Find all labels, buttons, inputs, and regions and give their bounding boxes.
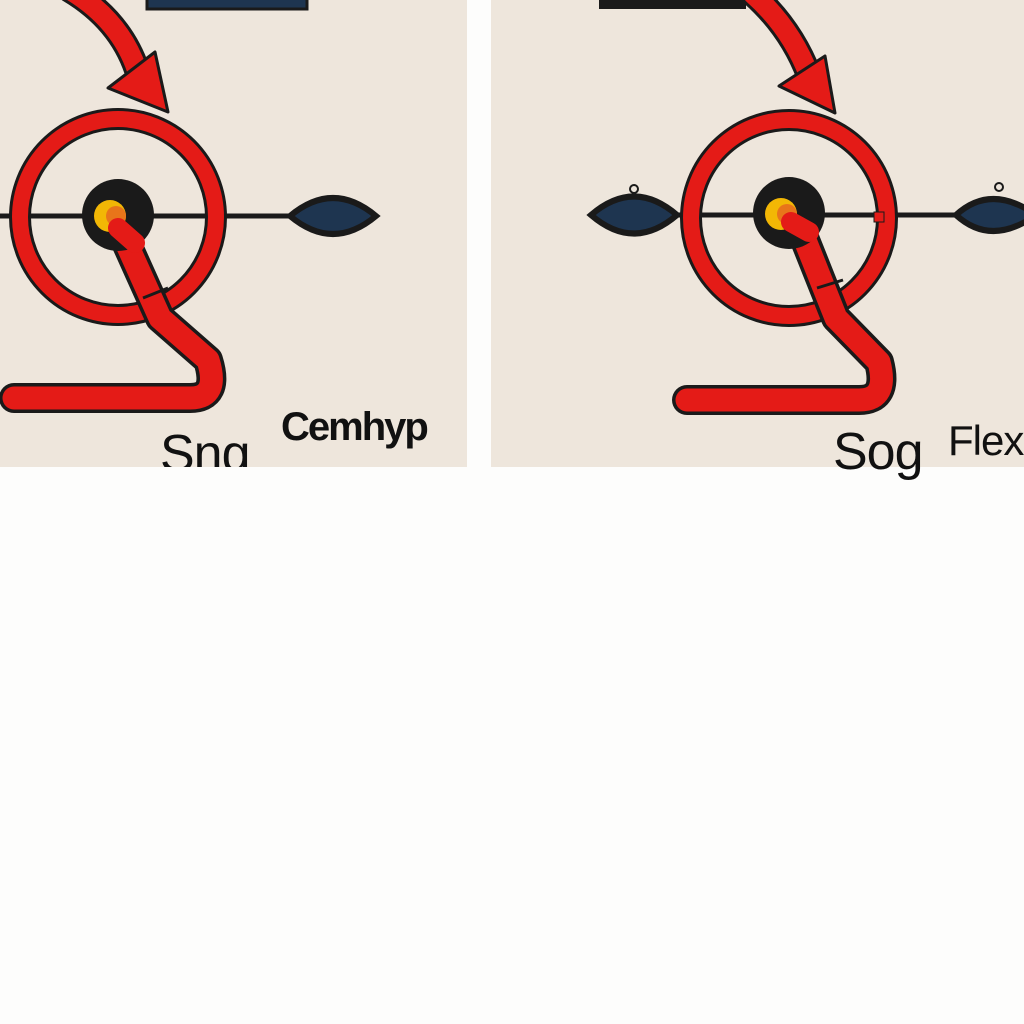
- top-bar: [599, 0, 746, 9]
- right-secondary-label: Flex: [948, 417, 1024, 464]
- curved-arrow-icon: [61, 0, 170, 114]
- curved-arrow-icon: [741, 0, 837, 115]
- ring-icon: [680, 109, 898, 327]
- right-diagram: [586, 0, 1024, 415]
- hook-pipe-icon: [672, 215, 897, 415]
- right-diagram-panel: [491, 0, 1024, 467]
- left-diagram-panel: Sng Cemhyp: [0, 0, 467, 467]
- axle-marker: [873, 211, 885, 223]
- lens-weight-icon: [586, 184, 682, 237]
- lens-weight-icon: [951, 182, 1024, 234]
- left-primary-label: Sng: [160, 425, 251, 467]
- left-diagram: [0, 0, 381, 413]
- hub-icon: [82, 179, 154, 253]
- lens-weight-icon: [285, 195, 381, 237]
- right-primary-label: Sog: [833, 423, 924, 481]
- ring-icon: [9, 108, 227, 326]
- hook-pipe-icon: [0, 225, 227, 413]
- left-secondary-label: Cemhyp: [281, 405, 429, 449]
- hub-icon: [753, 177, 825, 249]
- top-bar: [145, 0, 309, 11]
